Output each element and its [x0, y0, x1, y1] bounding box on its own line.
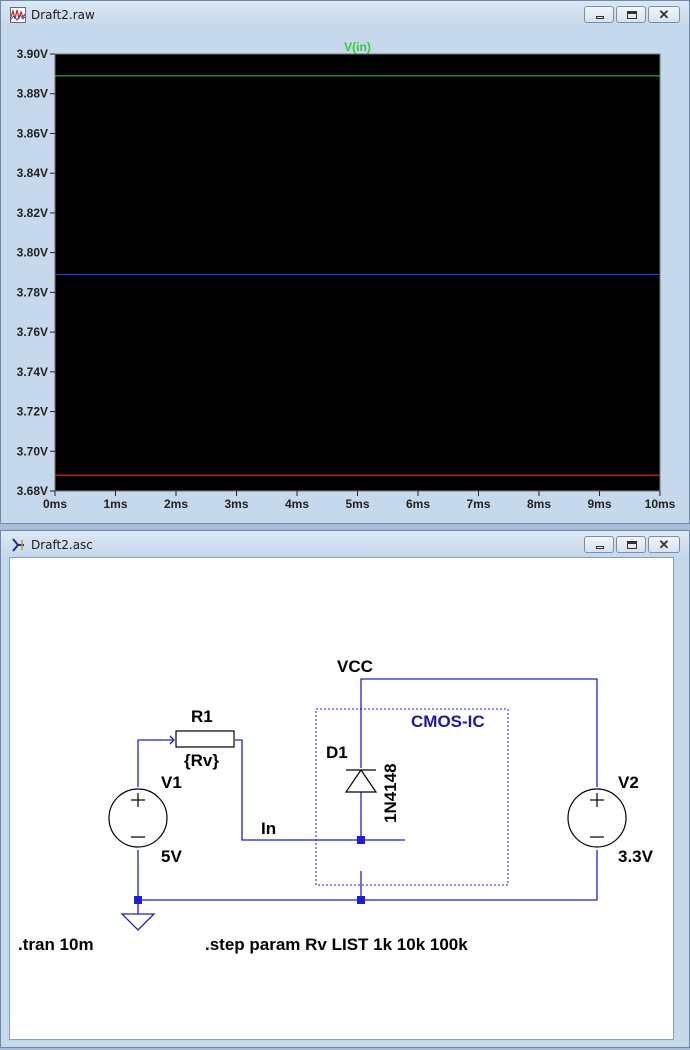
waveform-plot-area[interactable]: V(in) 3.68V 3.70V 3.72V 3.74V 3.76V 3.78V 3.80… [9, 37, 683, 521]
y-tick-label: 3.68V [17, 484, 48, 498]
y-tick-label: 3.74V [17, 365, 48, 379]
x-tick-label: 6ms [406, 497, 430, 511]
y-tick-label: 3.72V [17, 405, 48, 419]
x-tick-label: 3ms [224, 497, 248, 511]
tran-directive[interactable]: .tran 10m [18, 935, 94, 954]
cmos-ic-label[interactable]: CMOS-IC [411, 712, 485, 731]
waveform-chart[interactable]: V(in) 3.68V 3.70V 3.72V 3.74V 3.76V 3.78V 3.80… [9, 37, 683, 521]
v2-name-label[interactable]: V2 [618, 773, 639, 792]
d1-model-label[interactable]: 1N4148 [381, 763, 400, 823]
step-directive[interactable]: .step param Rv LIST 1k 10k 100k [205, 935, 468, 954]
x-tick-label: 9ms [587, 497, 611, 511]
x-tick-label: 0ms [43, 497, 67, 511]
waveform-icon [10, 7, 26, 23]
resistor-r1[interactable] [175, 730, 235, 748]
close-button[interactable]: ✕ [648, 6, 680, 23]
wire-vcc[interactable] [360, 678, 598, 787]
y-tick-label: 3.80V [17, 246, 48, 260]
x-tick-label: 1ms [103, 497, 127, 511]
voltage-source-v2[interactable] [567, 788, 627, 848]
d1-name-label[interactable]: D1 [326, 743, 348, 762]
close-icon: ✕ [658, 537, 670, 552]
schematic-titlebar[interactable]: Draft2.asc ✕ [1, 531, 689, 559]
y-tick-label: 3.84V [17, 166, 48, 180]
x-tick-label: 8ms [527, 497, 551, 511]
x-tick-label: 5ms [345, 497, 369, 511]
cmos-ic-box[interactable] [315, 708, 509, 886]
x-tick-label: 4ms [285, 497, 309, 511]
v1-name-label[interactable]: V1 [161, 773, 182, 792]
close-button[interactable]: ✕ [648, 536, 680, 553]
minimize-button[interactable] [584, 6, 614, 23]
maximize-icon [627, 541, 637, 549]
ground-symbol[interactable] [120, 913, 156, 931]
wire-ground[interactable] [137, 850, 598, 901]
trace-label[interactable]: V(in) [344, 40, 371, 54]
x-tick-label: 7ms [466, 497, 490, 511]
maximize-button[interactable] [616, 536, 646, 553]
r1-pin-arrow [169, 735, 175, 745]
r1-name-label[interactable]: R1 [191, 707, 213, 726]
y-tick-label: 3.88V [17, 87, 48, 101]
junction-dot [357, 896, 365, 904]
y-tick-label: 3.78V [17, 285, 48, 299]
plot-background[interactable] [54, 53, 661, 492]
y-tick-label: 3.86V [17, 126, 48, 140]
y-tick-label: 3.76V [17, 325, 48, 339]
schematic-drawing[interactable]: VCC R1 {Rv} V1 5V D1 1N4148 In V2 3.3V .… [10, 558, 673, 1039]
junction-dot [134, 896, 142, 904]
waveform-titlebar[interactable]: Draft2.raw ✕ [1, 1, 689, 29]
window-title: Draft2.asc [31, 538, 93, 552]
junction-dot [357, 836, 365, 844]
x-tick-label: 10ms [645, 497, 676, 511]
maximize-button[interactable] [616, 6, 646, 23]
minimize-icon [596, 546, 604, 549]
maximize-icon [627, 11, 637, 19]
close-icon: ✕ [658, 7, 670, 22]
y-tick-label: 3.82V [17, 206, 48, 220]
window-title: Draft2.raw [31, 8, 95, 22]
r1-value-label[interactable]: {Rv} [184, 751, 219, 770]
diode-d1[interactable] [344, 768, 378, 793]
schematic-canvas[interactable]: VCC R1 {Rv} V1 5V D1 1N4148 In V2 3.3V .… [9, 557, 674, 1040]
voltage-source-v1[interactable] [108, 788, 168, 848]
y-axis[interactable]: 3.68V 3.70V 3.72V 3.74V 3.76V 3.78V 3.80V 3.82V… [17, 47, 55, 498]
ltspice-icon [12, 538, 24, 552]
in-net-label[interactable]: In [261, 819, 276, 838]
traces [55, 75, 660, 476]
y-tick-label: 3.90V [17, 47, 48, 61]
v2-value-label[interactable]: 3.3V [618, 847, 654, 866]
x-tick-label: 2ms [164, 497, 188, 511]
y-tick-label: 3.70V [17, 444, 48, 458]
wire-r1-in[interactable] [235, 739, 405, 841]
minimize-button[interactable] [584, 536, 614, 553]
v1-value-label[interactable]: 5V [161, 847, 182, 866]
x-axis[interactable]: 0ms 1ms 2ms 3ms 4ms 5ms 6ms 7ms 8ms 9ms 10ms [43, 491, 676, 511]
wire-v1-top[interactable] [137, 739, 174, 787]
minimize-icon [596, 16, 604, 19]
vcc-label[interactable]: VCC [337, 657, 373, 676]
